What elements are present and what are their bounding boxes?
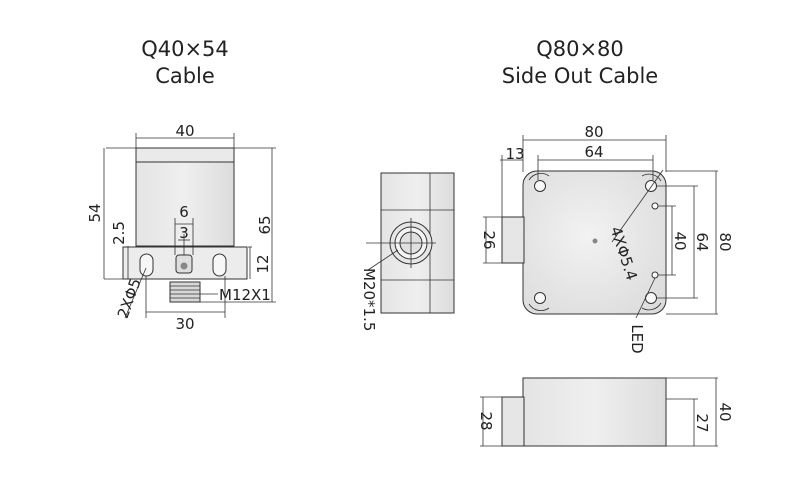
right-dim-side: 26 bbox=[480, 230, 498, 249]
right-side-outlet bbox=[501, 396, 525, 447]
right-dim-mid-v: 64 bbox=[693, 232, 711, 251]
left-dim-thread: M12X1 bbox=[219, 286, 271, 304]
left-title-model: Q40×54 bbox=[141, 37, 229, 61]
left-sensor-body bbox=[135, 147, 235, 247]
right-side-dim-outer: 40 bbox=[716, 402, 734, 421]
left-title: Q40×54 Cable bbox=[90, 36, 280, 90]
left-sensor-view: 40 54 2.5 65 6 3 12 2XΦ5 M12X1 30 bbox=[86, 122, 276, 333]
right-side-dim-inner: 27 bbox=[693, 413, 711, 432]
left-dim-center: 3 bbox=[179, 224, 189, 242]
right-led-label: LED bbox=[628, 324, 646, 353]
right-led-indicator-1 bbox=[651, 202, 659, 210]
right-dim-outer-v: 80 bbox=[716, 232, 734, 251]
right-center-mark-icon bbox=[592, 238, 598, 244]
left-dim-holes: 2XΦ5 bbox=[114, 276, 145, 321]
left-dim-offset: 2.5 bbox=[110, 221, 128, 245]
middle-sensor-view: M20*1.5 bbox=[360, 172, 455, 331]
right-side-cable-outlet bbox=[501, 216, 525, 264]
left-mount-slot-left bbox=[139, 253, 154, 277]
left-title-sub: Cable bbox=[155, 64, 215, 88]
left-dim-width-top: 40 bbox=[175, 122, 194, 140]
right-title-model: Q80×80 bbox=[536, 37, 624, 61]
right-dim-inner-v: 40 bbox=[671, 231, 689, 250]
right-dim-inner-width: 64 bbox=[584, 143, 603, 161]
right-sensor-side-view: 28 27 40 bbox=[477, 377, 734, 447]
left-sensor-top-cap bbox=[135, 147, 235, 163]
left-connector-pin-icon bbox=[180, 262, 188, 270]
right-dim-offset: 13 bbox=[505, 145, 524, 163]
left-hole-leader bbox=[124, 267, 147, 319]
left-dim-lower: 12 bbox=[254, 254, 272, 273]
left-mount-slot-right bbox=[212, 253, 227, 277]
left-dim-height-right: 65 bbox=[256, 215, 274, 234]
left-dim-height-left: 54 bbox=[86, 203, 104, 222]
middle-dim-thread: M20*1.5 bbox=[360, 268, 378, 331]
left-thread-connector bbox=[169, 281, 201, 303]
right-side-body bbox=[522, 377, 667, 447]
right-mount-hole-bl bbox=[534, 292, 546, 304]
right-hole-leader bbox=[611, 169, 664, 243]
right-mount-hole-tl bbox=[534, 180, 546, 192]
right-title-sub: Side Out Cable bbox=[501, 64, 659, 88]
left-dim-slot: 6 bbox=[179, 203, 189, 221]
right-led-leader bbox=[635, 277, 656, 319]
left-dim-base: 30 bbox=[175, 315, 194, 333]
right-sensor-top-view: 80 64 13 26 4XΦ5.4 40 64 80 LED bbox=[480, 123, 734, 354]
right-dim-width-top: 80 bbox=[584, 123, 603, 141]
right-title: Q80×80 Side Out Cable bbox=[460, 36, 700, 90]
right-side-dim-left: 28 bbox=[477, 411, 495, 430]
right-led-indicator-2 bbox=[651, 271, 659, 279]
